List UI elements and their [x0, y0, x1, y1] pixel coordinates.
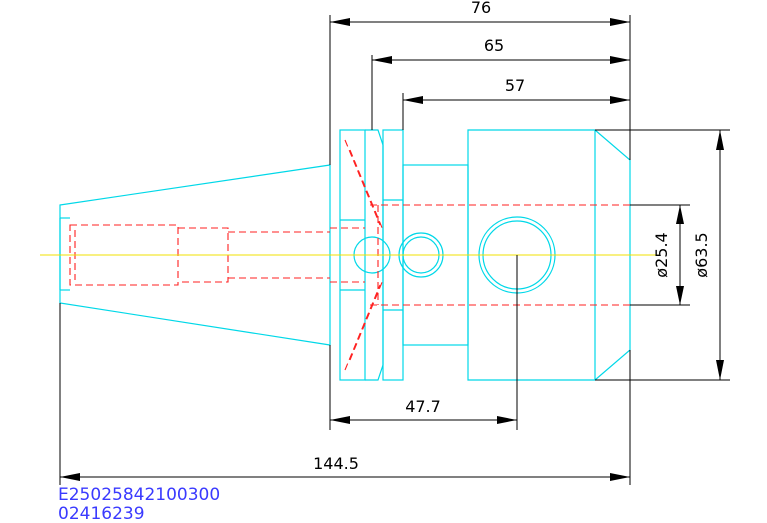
dim-dia-25-4: ø25.4 [652, 232, 671, 277]
dim-76: 76 [471, 0, 491, 17]
part-code-line1: E25025842100300 [58, 485, 220, 505]
dim-47-7: 47.7 [405, 397, 441, 416]
dim-144-5: 144.5 [313, 454, 359, 473]
dim-65: 65 [484, 36, 504, 55]
dim-57: 57 [505, 76, 525, 95]
dimension-lines [59, 15, 730, 485]
dim-dia-63-5: ø63.5 [692, 232, 711, 277]
part-code-line2: 02416239 [58, 504, 145, 523]
